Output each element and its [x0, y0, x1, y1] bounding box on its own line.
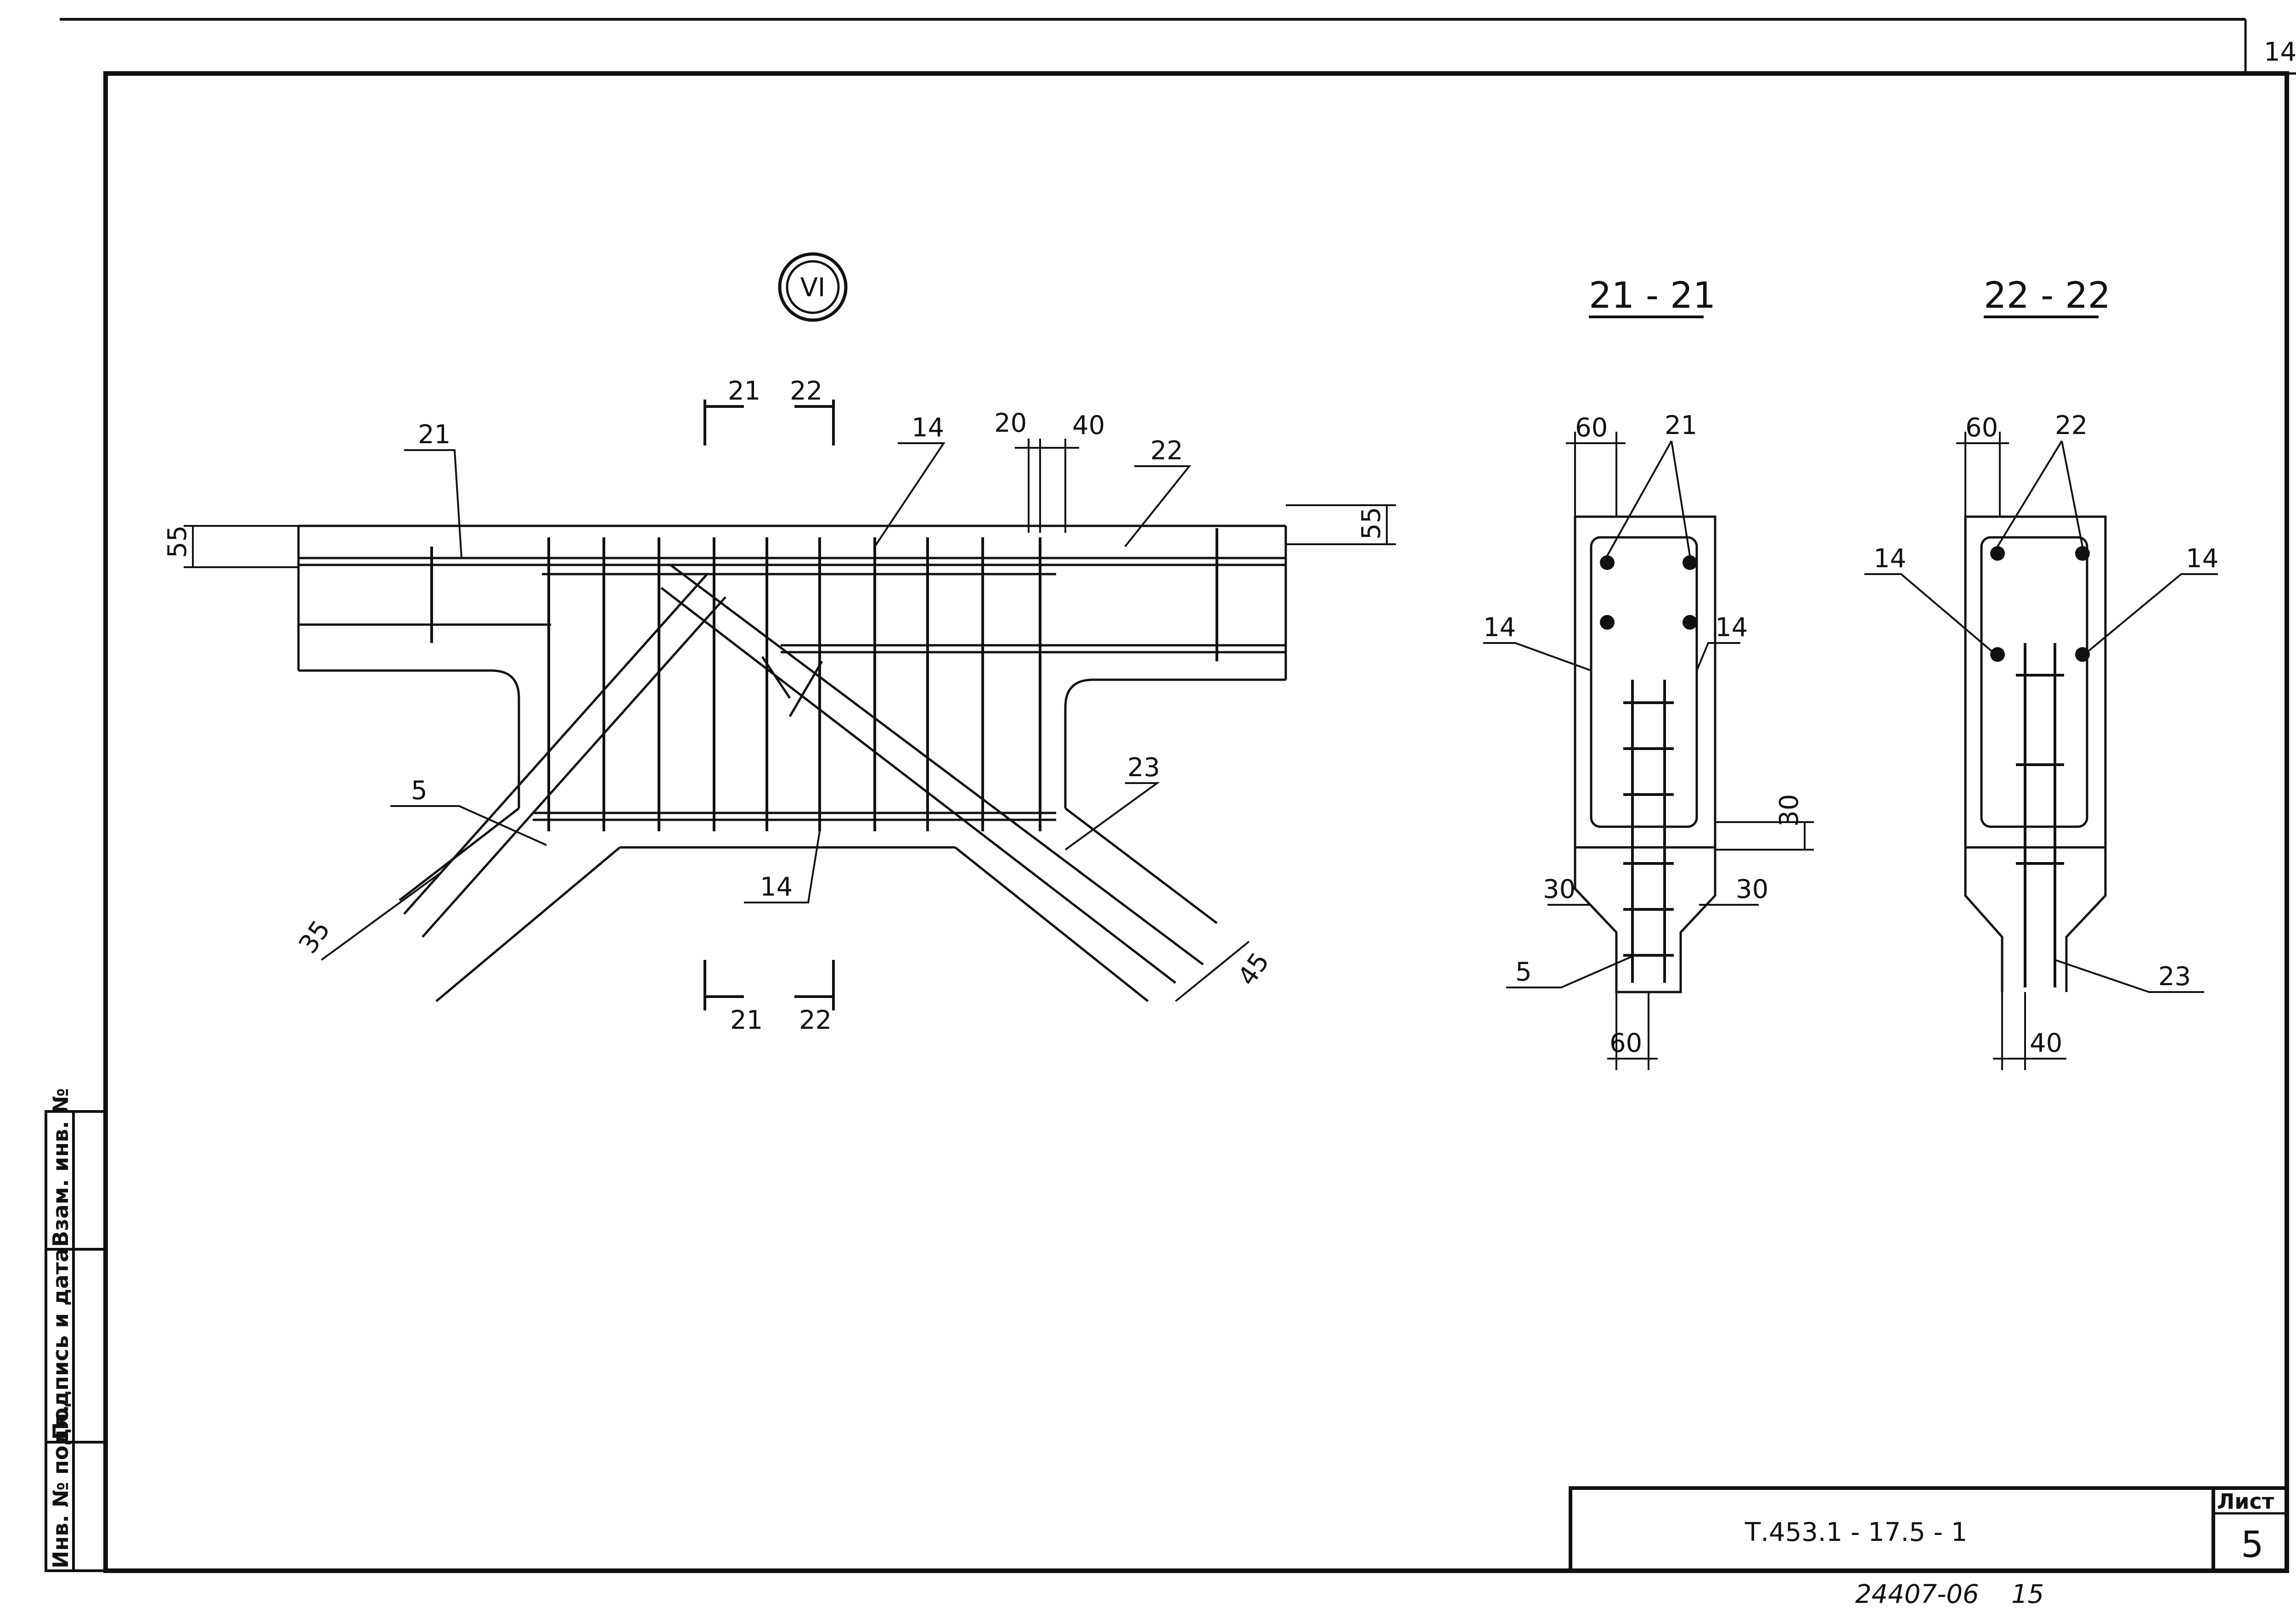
sheet-label: Лист	[2217, 1489, 2274, 1514]
cut-mark-21-top: 21	[728, 376, 760, 406]
section-21-ladder	[1623, 680, 1674, 983]
plan-cut-marks	[703, 400, 835, 1010]
section-21-label-pos14-left: 14	[1483, 613, 1516, 643]
sheet-frame	[60, 18, 2296, 1573]
section-22-outline	[1964, 515, 2107, 992]
dim-45: 45	[1232, 947, 1275, 991]
section-22-dim-60-top: 60	[1965, 413, 1998, 443]
cut-mark-22-bottom: 22	[799, 1005, 832, 1035]
plan-diagonal-bars	[403, 564, 1204, 984]
section-22-label-pos22: 22	[2055, 411, 2088, 440]
dim-55-left: 55	[163, 525, 192, 558]
section-21: 21 - 21	[1483, 275, 1814, 1070]
archive-suffix: 15	[2011, 1579, 2044, 1609]
section-21-outline	[1574, 515, 1716, 993]
section-22-ladder	[2016, 643, 2064, 987]
plan-long-bars	[298, 557, 1286, 821]
section-21-dim-60-top: 60	[1575, 413, 1608, 443]
section-21-label-pos5: 5	[1515, 957, 1532, 987]
plan-leaders	[390, 442, 1192, 903]
plan-label-pos5: 5	[411, 776, 428, 806]
section-22-dim-40-bottom: 40	[2030, 1028, 2062, 1058]
plan-label-pos14-bottom: 14	[760, 872, 793, 902]
section-21-title: 21 - 21	[1589, 275, 1716, 316]
plan-label-pos21: 21	[418, 420, 450, 450]
doc-code: Т.453.1 - 17.5 - 1	[1745, 1517, 1967, 1547]
section-22-label-pos23: 23	[2158, 962, 2191, 992]
section-21-dim-30-right2: 30	[1736, 874, 1768, 904]
page-number: 14	[2264, 37, 2296, 67]
side-stamp-col1: Инв. № подл.	[48, 1405, 73, 1568]
section-22-label-pos14-right: 14	[2186, 544, 2218, 574]
plan-dimensions	[184, 439, 1396, 1002]
side-stamp	[45, 1110, 107, 1572]
cut-mark-22-top: 22	[790, 376, 822, 406]
dim-20: 20	[994, 408, 1027, 438]
section-22-title: 22 - 22	[1984, 275, 2110, 316]
sheet-number: 5	[2241, 1524, 2264, 1566]
dim-55-right: 55	[1356, 507, 1386, 540]
section-21-dim-30-right: 30	[1774, 794, 1804, 827]
plan-label-pos14-top: 14	[912, 413, 944, 443]
section-22-leaders	[1864, 432, 2218, 1070]
section-21-leaders	[1483, 432, 1814, 1070]
plan-outline	[297, 525, 1287, 1002]
plan-label-pos22: 22	[1150, 436, 1183, 466]
section-21-dim-60-bottom: 60	[1609, 1028, 1642, 1058]
side-stamp-col2: Подпись и дата	[48, 1248, 73, 1440]
section-22-bars	[1990, 546, 2090, 662]
side-stamp-col3: Взам. инв. №	[48, 1088, 73, 1247]
plan-stirrups	[430, 528, 1218, 831]
section-22: 22 - 22	[1864, 275, 2218, 1070]
dim-35: 35	[293, 915, 336, 959]
plan-label-pos23: 23	[1127, 753, 1160, 783]
section-22-label-pos14-left: 14	[1874, 544, 1906, 574]
plan-view: 21 22 21 22 21 14 22 14 5 23	[163, 376, 1396, 1035]
section-21-label-pos21: 21	[1665, 411, 1697, 440]
section-21-bars	[1600, 555, 1697, 630]
detail-marker-label: VI	[800, 273, 826, 303]
title-block	[1569, 1486, 2289, 1573]
dim-40: 40	[1072, 411, 1105, 440]
section-21-dim-30-left: 30	[1543, 874, 1576, 904]
detail-marker: VI	[778, 252, 848, 322]
cut-mark-21-bottom: 21	[730, 1005, 763, 1035]
section-21-label-pos14-right: 14	[1715, 613, 1748, 643]
archive-number: 24407-06	[1855, 1579, 1979, 1609]
